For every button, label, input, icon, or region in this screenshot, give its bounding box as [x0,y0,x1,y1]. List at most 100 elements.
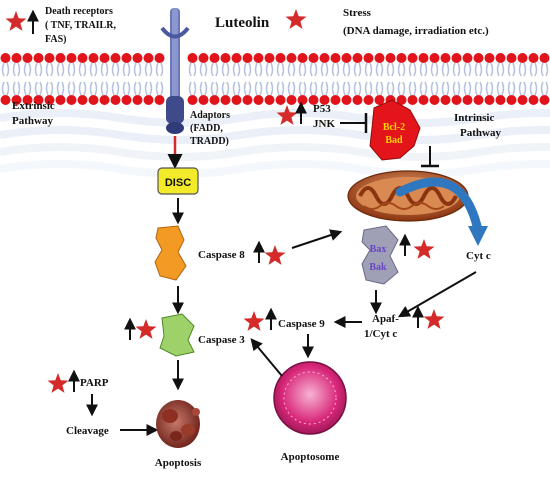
star-shape [276,105,298,125]
star-bax [413,239,435,259]
svg-text:(FADD,: (FADD, [190,123,223,134]
lipid-head [55,53,66,63]
lipid-tail [210,62,219,77]
lipid-tail [419,62,428,77]
lipid-head [253,95,264,105]
star-shape [264,245,286,265]
lipid-head [121,95,132,105]
lipid-head [308,53,319,63]
bak-label: Bak [369,262,387,273]
arrow-cytc-to-apaf [397,271,477,318]
lipid-head [66,95,77,105]
star-apaf [423,309,445,329]
lipid-head [495,53,506,63]
lipid-head [132,53,143,63]
lipid-tail [188,81,197,96]
lipid-tail [100,81,109,96]
caspase3-label: Caspase 3 [198,334,245,346]
caspase8-protein-icon [154,225,187,281]
lipid-head [297,53,308,63]
lipid-tail [397,81,406,96]
lipid-head [484,53,495,63]
lipid-head [220,95,231,105]
lipid-head [143,53,154,63]
lipid-tail [397,62,406,77]
lipid-tail [78,81,87,96]
lipid-head [374,95,385,105]
lipid-head [66,53,77,63]
lipid-head [528,95,539,105]
luteolin-title: Luteolin [215,15,270,31]
lipid-tail [309,81,318,96]
lipid-head [429,53,440,63]
lipid-tail [276,62,285,77]
lipid-head [330,53,341,63]
lipid-head [308,95,319,105]
svg-text:( TNF, TRAILR,: ( TNF, TRAILR, [45,20,116,31]
lipid-tail [67,62,76,77]
lipid-tail [342,81,351,96]
lipid-tail [496,81,505,96]
star-shape [5,11,27,31]
svg-text:1/Cyt c: 1/Cyt c [364,328,397,340]
lipid-tail [331,81,340,96]
lipid-tail [144,81,153,96]
lipid-tail [199,62,208,77]
jnk-label: JNK [313,118,335,130]
lipid-tail [298,62,307,77]
lipid-head [418,95,429,105]
lipid-head [363,53,374,63]
lipid-head [539,95,550,105]
lipid-tail [320,81,329,96]
lipid-head [99,53,110,63]
lipid-head [352,53,363,63]
lipid-head [451,95,462,105]
lipid-tail [78,62,87,77]
lipid-tail [507,62,516,77]
lipid-tail [12,62,21,77]
lipid-tail [23,81,32,96]
lipid-tail [529,62,538,77]
lipid-tail [364,62,373,77]
lipid-head [264,53,275,63]
lipid-head [396,95,407,105]
lipid-tail [254,62,263,77]
lipid-tail [408,62,417,77]
lipid-tail [265,62,274,77]
lipid-tail [441,81,450,96]
lipid-tail [540,62,549,77]
lipid-tail [122,62,131,77]
lipid-head [517,95,528,105]
lipid-head [297,95,308,105]
lipid-tail [23,62,32,77]
star-shape [285,9,307,29]
star-caspase9 [243,311,265,331]
lipid-head [506,95,517,105]
lipid-head [22,95,33,105]
cleavage-label: Cleavage [66,425,109,437]
lipid-tail [111,81,120,96]
lipid-tail [441,62,450,77]
apoptosis-label: Apoptosis [155,457,202,469]
lipid-tail [243,81,252,96]
star-parp [47,373,69,393]
lipid-head [473,95,484,105]
lipid-tail [45,81,54,96]
lipid-tail [12,81,21,96]
lipid-head [11,95,22,105]
lipid-tail [89,62,98,77]
lipid-head [55,95,66,105]
lipid-tail [342,62,351,77]
lipid-tail [496,62,505,77]
cyt-c-label: Cyt c [466,250,491,262]
death-receptor-icon [160,8,190,134]
svg-text:Intrinsic: Intrinsic [454,112,494,124]
lipid-tail [56,81,65,96]
lipid-tail [474,62,483,77]
svg-text:Pathway: Pathway [12,115,53,127]
lipid-tail [265,81,274,96]
svg-text:Death receptors: Death receptors [45,6,113,17]
lipid-head [396,53,407,63]
lipid-tail [56,62,65,77]
lipid-tail [276,81,285,96]
